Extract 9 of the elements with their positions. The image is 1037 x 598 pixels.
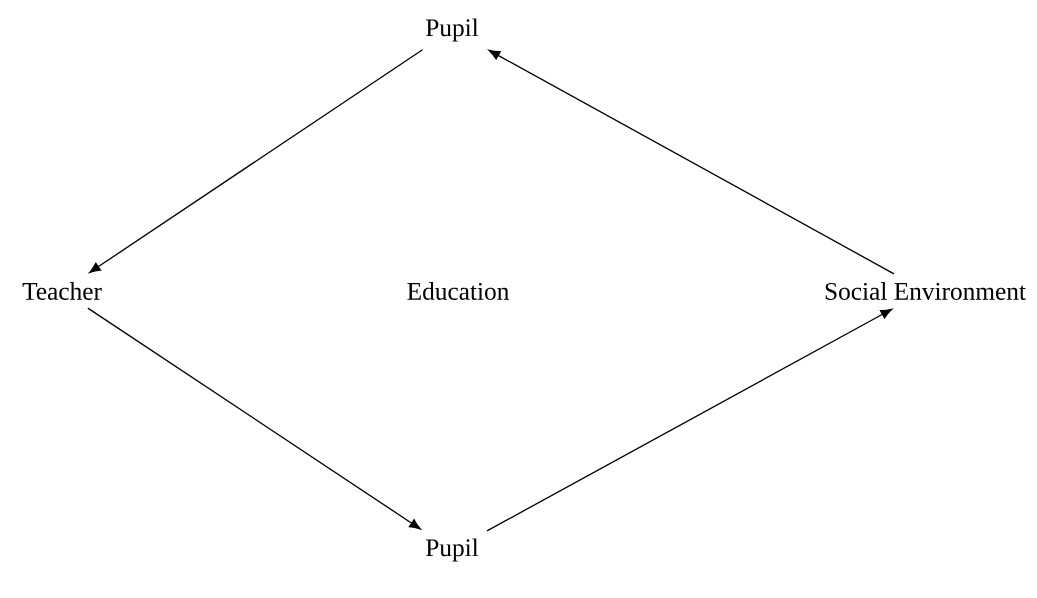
node-label: Pupil (426, 538, 479, 562)
node-label: Teacher (22, 282, 102, 300)
arrow (87, 307, 421, 530)
arrow (486, 308, 893, 532)
center-label: Education (407, 282, 509, 300)
arrow (488, 49, 895, 275)
arrow (89, 49, 424, 274)
node-label: Pupil (426, 18, 479, 42)
node-label: Social Environment (825, 282, 1026, 300)
